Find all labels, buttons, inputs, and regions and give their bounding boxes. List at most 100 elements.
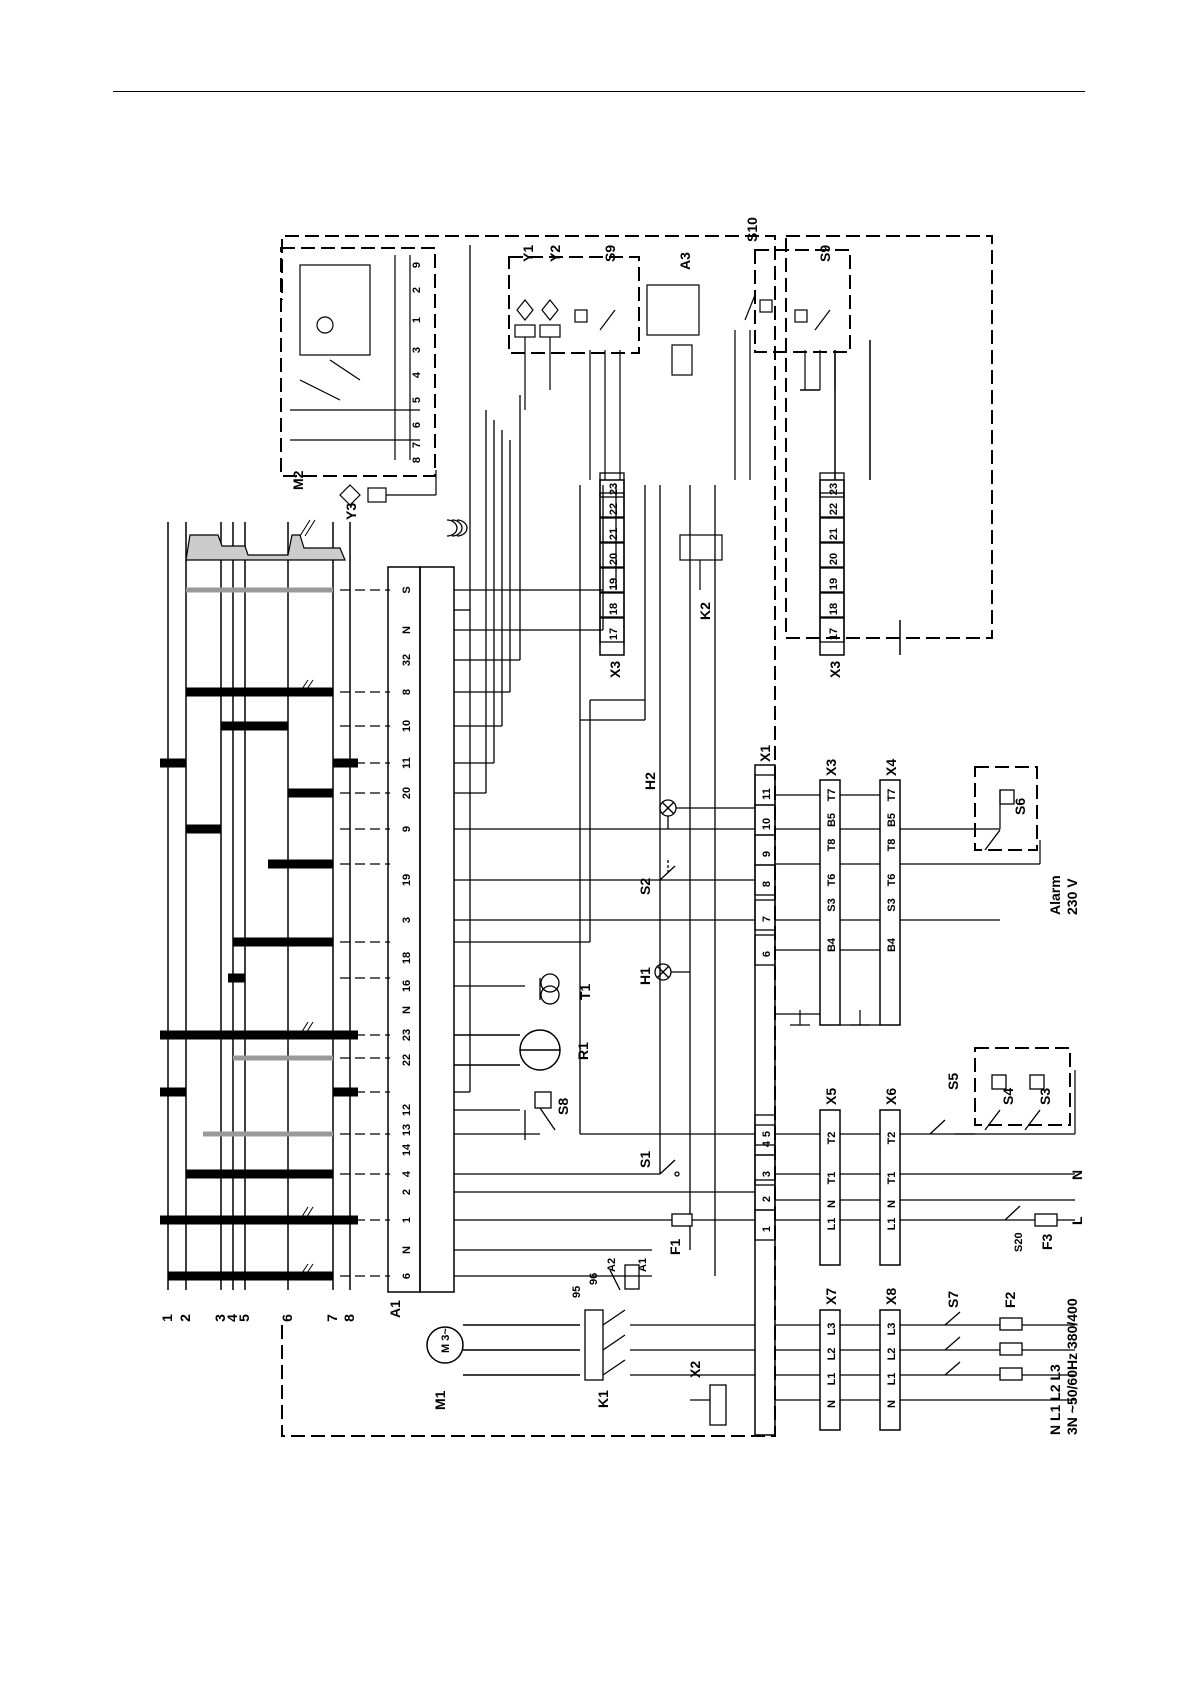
a1-terminal-label: N [401, 626, 413, 634]
label-h2: H2 [642, 772, 658, 790]
label-m1: M1 [432, 1390, 448, 1410]
x3-main-terminal-label: 21 [608, 528, 620, 540]
contactor-k1-symbol [584, 1264, 755, 1381]
label-t1: T1 [577, 983, 593, 1000]
terminal-cell [819, 542, 845, 568]
a1-terminal-label: 6 [401, 1273, 413, 1279]
a1-terminal-label: 4 [401, 1170, 413, 1177]
label-x4-plug: X4 [883, 759, 899, 776]
label-s1: S1 [637, 1151, 653, 1168]
ground-x2-symbol [690, 1384, 727, 1426]
a1-terminal-label: 3 [401, 917, 413, 923]
x8-terminal-label: L2 [886, 1348, 898, 1361]
label-f1: F1 [667, 1238, 683, 1255]
switch-s7-symbol [944, 1311, 961, 1376]
timing-line-label: 3 [212, 1314, 228, 1322]
x4-plug-terminal-label: T8 [886, 839, 898, 852]
x1-terminal-label: 5 [761, 1131, 773, 1137]
x7-terminal-label: N [826, 1400, 838, 1408]
label-a1: A1 [387, 1300, 403, 1318]
label-y1: Y1 [520, 245, 536, 262]
main-enclosure [280, 235, 1071, 1437]
label-s3: S3 [1037, 1088, 1053, 1105]
terminal-cell [754, 864, 776, 896]
label-96: 96 [588, 1273, 600, 1285]
x4-plug-terminal-label: S3 [886, 898, 898, 911]
a1-terminal-label: 32 [401, 654, 413, 666]
label-95: 95 [571, 1286, 583, 1298]
terminal-cell [754, 1124, 776, 1156]
x3-box-terminal-label: 21 [828, 528, 840, 540]
x3-box-terminal-label: 19 [828, 578, 840, 590]
supply-spec-label: 3N ~50/60Hz 380/400 [1064, 1298, 1080, 1435]
terminal-cell [819, 492, 845, 518]
terminal-cell [754, 934, 776, 966]
switch-s3-s4-s6-symbols [984, 789, 1045, 1131]
servo-terminal-label: 3 [411, 347, 423, 353]
a1-terminal-label: 8 [401, 689, 413, 695]
terminal-cell [819, 592, 845, 618]
lamp-h1-symbol [654, 963, 690, 981]
lower-block-terminal-label: L1 [826, 1218, 838, 1231]
servo-terminal-label: 4 [411, 371, 423, 378]
x3-box-terminal-label: 20 [828, 553, 840, 565]
label-r1: R1 [575, 1042, 591, 1060]
a1-main-board [387, 566, 455, 1293]
label-a3: A3 [677, 252, 693, 270]
x8-terminal-label: L1 [886, 1373, 898, 1386]
label-x5: X5 [823, 1088, 839, 1105]
x3-main-terminal-label: 17 [608, 628, 620, 640]
label-x6: X6 [883, 1088, 899, 1105]
x1-terminal-label: 3 [761, 1171, 773, 1177]
a1-terminal-label: 9 [401, 826, 413, 832]
timing-line-label: 8 [341, 1314, 357, 1322]
x1-terminal-label: 1 [761, 1226, 773, 1232]
label-m2: M2 [290, 470, 306, 490]
servo-motor-contents [290, 255, 420, 460]
lower-block-terminal-label: T2 [886, 1132, 898, 1145]
x4-plug-terminal-label: T7 [886, 789, 898, 802]
servo-terminal-label: 5 [411, 397, 423, 403]
fuse-symbols [671, 1213, 1058, 1381]
a1-terminal-label: 22 [401, 1054, 413, 1066]
label-a1-mark: A1 [637, 1258, 649, 1272]
a1-terminal-label: S [401, 586, 413, 593]
x3-plug-terminal-label: T6 [826, 874, 838, 887]
a1-terminal-label: 19 [401, 874, 413, 886]
terminal-cell [754, 1114, 776, 1146]
alarm-label: Alarm [1047, 875, 1063, 915]
terminal-cell [754, 834, 776, 866]
a1-terminal-label: N [401, 1246, 413, 1254]
label-s8: S8 [555, 1098, 571, 1115]
a1-terminal-label: 12 [401, 1104, 413, 1116]
x3-main-terminal-label: 23 [608, 483, 620, 495]
label-y3: Y3 [343, 503, 359, 520]
terminal-cell [599, 567, 625, 593]
servo-terminal-label: 9 [411, 262, 423, 268]
label-h1: H1 [637, 967, 653, 985]
terminal-cell [819, 472, 845, 498]
board-wiring [446, 245, 755, 1277]
label-s9-box: S9 [817, 245, 833, 262]
label-x3-plug: X3 [823, 759, 839, 776]
terminal-block-names: X1 X3 X3 X3 X4 X5 X6 X7 X8 [607, 661, 899, 1305]
valve-y1-y2-symbols [514, 299, 561, 410]
x4-plug-terminal-label: B5 [886, 813, 898, 827]
x1-terminal-label: 11 [761, 788, 773, 800]
label-x7: X7 [823, 1288, 839, 1305]
x1-terminal-label: 2 [761, 1196, 773, 1202]
terminal-cell [599, 517, 625, 543]
x8-terminal-label: L3 [886, 1323, 898, 1336]
label-s9: S9 [602, 245, 618, 262]
a1-terminal-label: 13 [401, 1124, 413, 1136]
label-f3: F3 [1039, 1233, 1055, 1250]
label-s20: S20 [1013, 1232, 1025, 1252]
a1-terminal-label: 23 [401, 1029, 413, 1041]
timing-line-label: 6 [279, 1314, 295, 1322]
x3-main-terminal-label: 22 [608, 503, 620, 515]
